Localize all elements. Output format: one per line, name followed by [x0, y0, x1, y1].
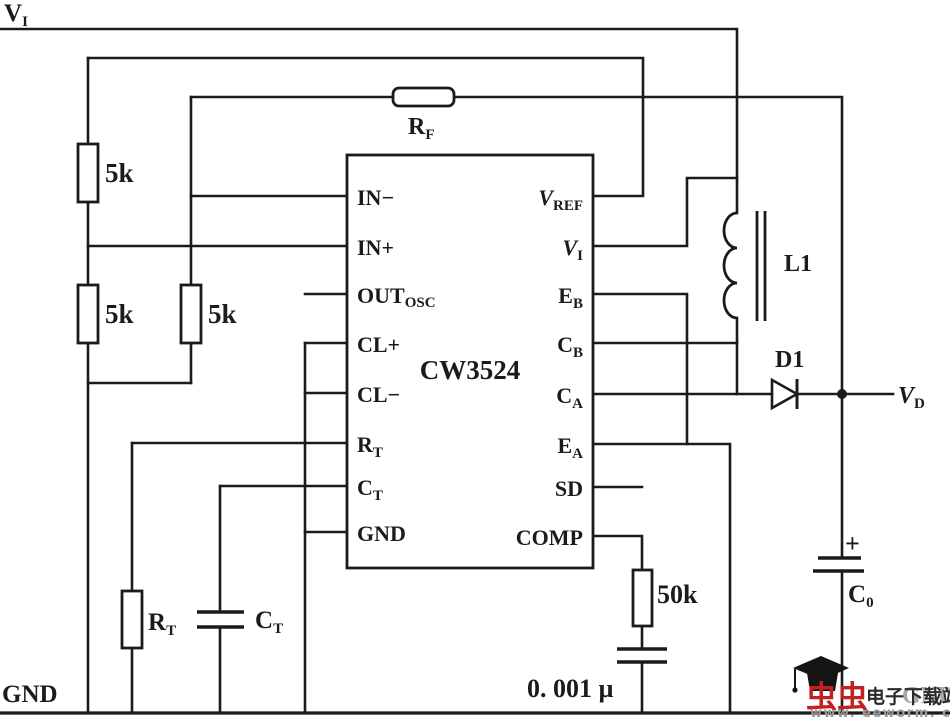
diode-d1	[770, 377, 800, 411]
graduation-cap-logo	[792, 656, 849, 693]
cap-tassel-knob	[792, 687, 798, 693]
resistors	[76, 86, 654, 650]
pin-label-comp: COMP	[516, 525, 583, 550]
pin-label-gnd: GND	[357, 521, 406, 546]
resistor-50k	[631, 568, 654, 628]
resistor-rf	[391, 86, 456, 108]
inductor-l1	[722, 211, 767, 321]
label-vi-supply: VI	[4, 0, 28, 30]
pin-label-ea: EA	[557, 433, 583, 462]
wire-ea-to-ground	[591, 442, 732, 715]
resistor-rt	[120, 589, 144, 650]
label-5k-mid: 5k	[208, 299, 237, 329]
pin-label-outosc: OUTOSC	[357, 283, 436, 311]
label-gnd-right: GND	[902, 683, 950, 709]
ic-body-cw3524	[345, 153, 595, 570]
labels: VI 5k 5k 5k RF CW3524 IN− IN+ OUTOSC CL+…	[2, 0, 925, 708]
inductor-coil	[722, 211, 738, 320]
diode-anode-triangle	[770, 377, 800, 411]
pin-label-in-minus: IN−	[357, 185, 394, 210]
pin-label-in-plus: IN+	[357, 235, 394, 260]
watermark-brand: 虫虫	[806, 680, 868, 716]
pin-label-rt: RT	[357, 432, 383, 461]
ic-part-number: CW3524	[420, 355, 521, 385]
label-vd-output: VD	[898, 383, 925, 412]
wire-vref-loop	[86, 56, 645, 198]
pin-label-cl-plus: CL+	[357, 332, 400, 357]
watermark-site-name: 电子下载站	[866, 685, 950, 708]
resistor-5k-left	[76, 283, 100, 345]
pin-label-vref: VREF	[538, 185, 583, 214]
pin-label-ca: CA	[556, 383, 583, 412]
label-gnd-left: GND	[2, 681, 58, 708]
resistor-5k-top	[76, 142, 100, 204]
label-c0-polarity: +	[845, 529, 860, 558]
junction-dot-vd	[837, 389, 847, 399]
wire-vi-rail-to-l1	[0, 27, 739, 215]
capacitors	[197, 556, 864, 664]
label-c0: C0	[848, 581, 874, 611]
pin-label-sd: SD	[555, 476, 583, 501]
label-rt-resistor: RT	[148, 609, 176, 639]
watermark-url: www. eeworm. com	[810, 706, 950, 718]
pin-label-vi: VI	[562, 235, 583, 264]
label-50k: 50k	[657, 580, 698, 609]
label-ct-capacitor: CT	[255, 607, 283, 637]
pin-label-eb: EB	[558, 283, 583, 312]
resistor-5k-mid	[179, 283, 203, 345]
wire-vi-pin-to-rail	[591, 176, 739, 248]
label-l1: L1	[784, 251, 812, 277]
label-d1: D1	[775, 347, 804, 373]
pin-label-ct: CT	[357, 475, 383, 504]
pin-label-cl-minus: CL−	[357, 382, 400, 407]
cap-crown	[807, 673, 838, 691]
label-5k-left: 5k	[105, 299, 134, 329]
label-5k-top: 5k	[105, 158, 134, 188]
label-comp-cap-value: 0. 001 µ	[527, 674, 614, 703]
label-rf: RF	[408, 114, 435, 143]
wire-eb-to-ea	[591, 292, 689, 446]
watermark: GND 虫虫 电子下载站 www. eeworm. com	[792, 656, 950, 718]
pin-label-cb: CB	[557, 332, 583, 361]
